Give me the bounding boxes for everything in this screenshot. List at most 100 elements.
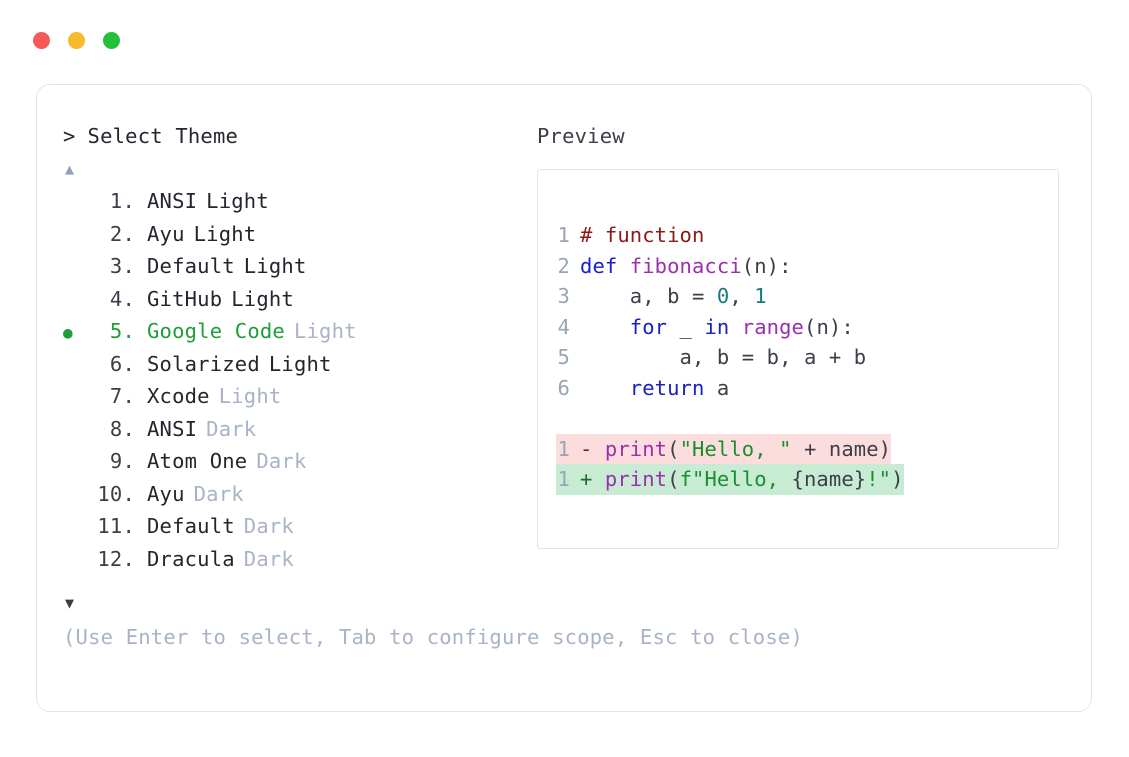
- bullet-placeholder-icon: [63, 188, 89, 219]
- code-token: [580, 373, 630, 404]
- theme-item-number: 2.: [109, 221, 135, 246]
- theme-item-variant: Light: [218, 384, 282, 408]
- theme-list-item[interactable]: 8. ANSI Dark: [63, 414, 533, 447]
- theme-item-name: Atom One: [147, 449, 248, 473]
- theme-list-item[interactable]: 10. Ayu Dark: [63, 479, 533, 512]
- close-button[interactable]: [33, 32, 50, 49]
- theme-list-item[interactable]: 2. Ayu Light: [63, 219, 533, 252]
- bullet-placeholder-icon: [63, 481, 89, 512]
- theme-list-item[interactable]: 6. Solarized Light: [63, 349, 533, 382]
- theme-item-variant: Light: [206, 189, 269, 213]
- code-token: (n):: [741, 253, 792, 278]
- code-token: a, b =: [580, 284, 717, 308]
- theme-item-variant: Dark: [256, 449, 307, 473]
- bullet-placeholder-icon: [63, 513, 89, 544]
- line-number: 1: [557, 436, 570, 461]
- line-number: 2: [557, 253, 570, 278]
- code-token: range: [741, 314, 804, 339]
- line-number: 1: [557, 467, 570, 491]
- theme-item-number: 1.: [109, 189, 135, 213]
- code-line: 1+ print(f"Hello, {name}!"): [556, 464, 904, 495]
- code-line: 2 def fibonacci(n):: [556, 251, 1058, 282]
- line-number: 3: [557, 284, 570, 308]
- theme-item-variant: Light: [268, 351, 332, 376]
- theme-item-name: ANSI: [147, 189, 198, 213]
- code-token: a, b = b, a + b: [580, 345, 867, 369]
- theme-item-variant: Light: [243, 254, 307, 278]
- bullet-placeholder-icon: [63, 416, 89, 447]
- code-token: print: [604, 467, 668, 491]
- bullet-placeholder-icon: [63, 448, 89, 479]
- line-number: 4: [557, 314, 570, 339]
- theme-item-variant: Dark: [206, 416, 257, 441]
- theme-item-name: ANSI: [147, 416, 198, 441]
- bullet-placeholder-icon: [63, 351, 89, 382]
- theme-item-name: Ayu: [147, 481, 185, 506]
- scroll-up-icon[interactable]: ▲: [65, 160, 75, 178]
- preview-label: Preview: [537, 124, 625, 148]
- diff-sign: +: [580, 467, 605, 491]
- code-token: + name): [791, 436, 892, 461]
- code-token: def: [580, 253, 630, 278]
- theme-item-number: 3.: [109, 254, 135, 278]
- code-token: ): [891, 467, 904, 491]
- theme-item-name: GitHub: [147, 286, 223, 311]
- theme-item-name: Solarized: [147, 351, 260, 376]
- page-title: Select Theme: [87, 124, 239, 148]
- theme-item-number: 10.: [97, 481, 135, 506]
- line-number: 1: [557, 223, 570, 247]
- code-line: 1- print("Hello, " + name): [556, 433, 892, 464]
- code-token: return: [629, 375, 705, 400]
- code-token: for: [629, 314, 668, 339]
- theme-item-number: 4.: [109, 286, 135, 311]
- theme-list-item[interactable]: 12. Dracula Dark: [63, 544, 533, 577]
- theme-item-number: 12.: [97, 546, 135, 571]
- code-token: (n):: [804, 314, 854, 339]
- theme-item-variant: Dark: [193, 481, 244, 506]
- bullet-placeholder-icon: [63, 383, 89, 414]
- line-number: 5: [557, 345, 570, 369]
- theme-item-name: Dracula: [147, 546, 235, 571]
- code-token: [580, 312, 630, 343]
- code-line: 4 for _ in range(n):: [556, 312, 1058, 343]
- code-token: "Hello, ": [679, 436, 792, 461]
- theme-item-variant: Light: [193, 221, 257, 246]
- theme-list-item[interactable]: 1. ANSI Light: [63, 186, 533, 219]
- scroll-down-icon[interactable]: ▼: [65, 594, 75, 612]
- bullet-placeholder-icon: [63, 221, 89, 252]
- theme-item-number: 6.: [109, 351, 135, 376]
- theme-item-name: Google Code: [147, 319, 285, 343]
- code-line: 5 a, b = b, a + b: [556, 342, 1058, 373]
- code-token: {name}: [791, 467, 867, 491]
- line-number: 6: [557, 375, 570, 400]
- theme-item-name: Ayu: [147, 221, 185, 246]
- bullet-placeholder-icon: [63, 253, 89, 284]
- code-token: 1: [754, 284, 767, 308]
- theme-item-variant: Dark: [243, 546, 294, 571]
- theme-item-number: 11.: [97, 514, 135, 538]
- code-token: (: [667, 436, 680, 461]
- code-line: 3 a, b = 0, 1: [556, 281, 1058, 312]
- code-blank-line: [556, 403, 1058, 434]
- code-line: 6 return a: [556, 373, 1058, 404]
- code-token: fibonacci: [629, 253, 742, 278]
- theme-item-number: 8.: [109, 416, 135, 441]
- theme-item-variant: Dark: [243, 514, 294, 538]
- minimize-button[interactable]: [68, 32, 85, 49]
- theme-item-variant: Light: [293, 319, 357, 343]
- window-controls: [33, 32, 120, 49]
- code-token: a: [704, 375, 730, 400]
- maximize-button[interactable]: [103, 32, 120, 49]
- code-token: 0: [716, 284, 730, 308]
